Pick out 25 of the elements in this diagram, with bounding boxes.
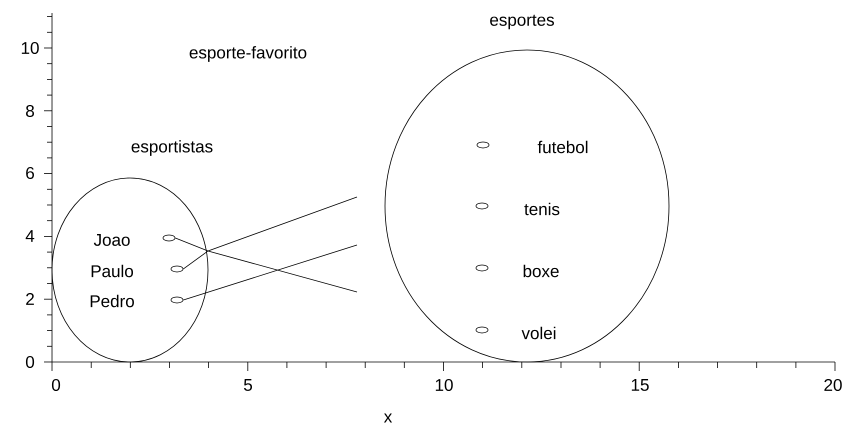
tick-label: 2 <box>26 293 34 305</box>
line <box>182 244 358 300</box>
tick-label: 10 <box>436 378 453 391</box>
node-label: esportes <box>490 14 554 30</box>
element-label: volei <box>522 326 556 340</box>
element-label: Paulo <box>92 264 134 278</box>
title: esporte-favorito <box>190 46 306 62</box>
element-label: Joao <box>94 234 130 246</box>
tick-label: 4 <box>26 230 34 242</box>
tick-label: 8 <box>26 104 34 118</box>
element-label: boxe <box>524 264 559 278</box>
tick-label: 6 <box>26 166 34 180</box>
line <box>174 238 358 292</box>
tick-label: 5 <box>244 379 252 391</box>
node-label: esportistas <box>132 140 212 156</box>
axis-label: x <box>384 414 392 422</box>
tick-label: 15 <box>632 379 649 391</box>
tick-label: 10 <box>22 42 39 54</box>
tick-label: 20 <box>824 378 842 391</box>
element-label: Pedro <box>90 294 134 308</box>
element-label: tenis <box>524 202 560 216</box>
line <box>182 196 358 270</box>
tick-label: 0 <box>26 356 34 368</box>
element-label: futebol <box>538 140 588 154</box>
tick-label: 0 <box>52 378 60 391</box>
